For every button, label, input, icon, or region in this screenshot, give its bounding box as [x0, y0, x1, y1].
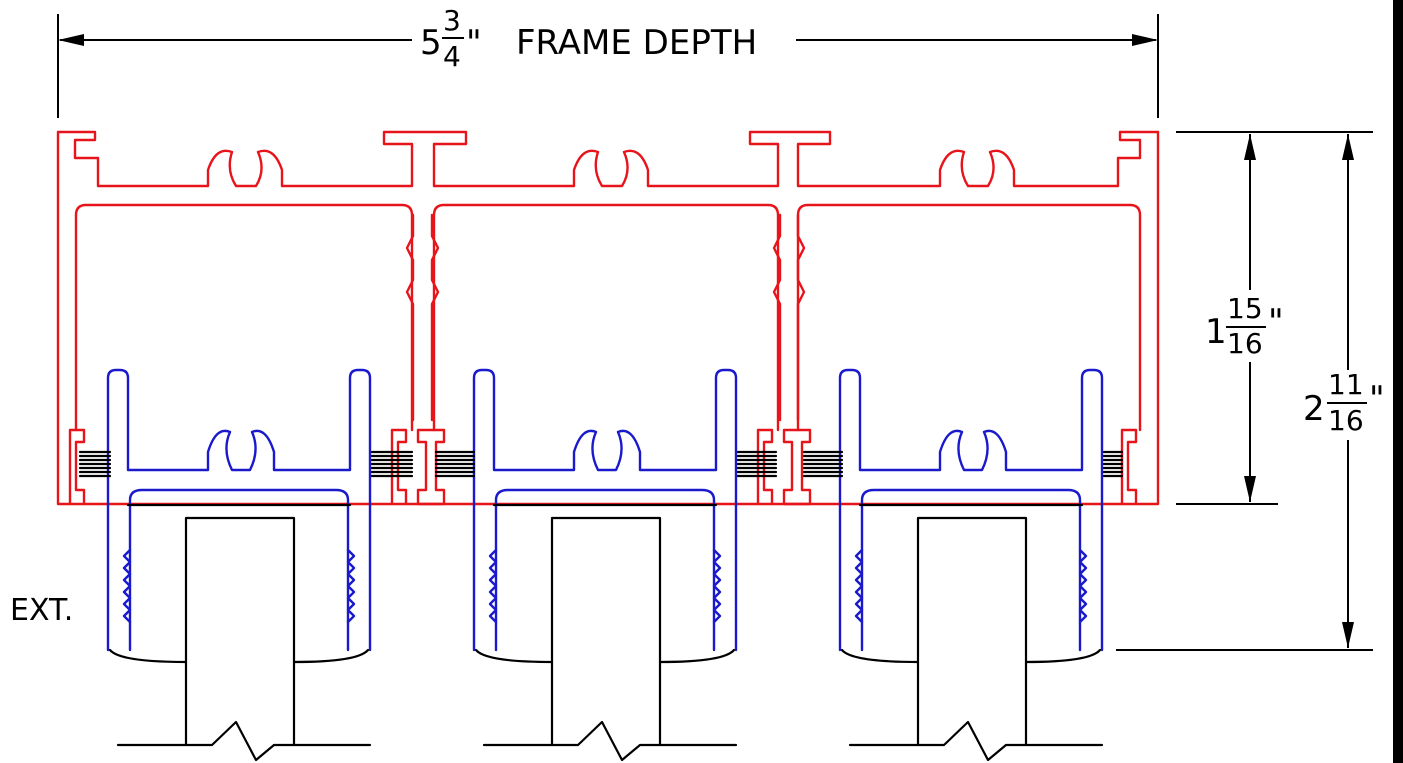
break-line-3 [848, 720, 1104, 762]
thermal-break-5 [802, 450, 844, 478]
outer-height-whole: 2 [1303, 389, 1325, 429]
serration-left-1 [122, 548, 132, 624]
outer-height-numerator: 11 [1328, 368, 1364, 401]
glazing-adaptor-inner-3 [860, 488, 1082, 652]
glazing-adaptors [106, 368, 1104, 652]
glazing-adaptor-top-3 [838, 368, 1104, 652]
frame-chamber-3 [796, 203, 1142, 432]
glass-edge-1 [184, 660, 296, 747]
frame-outer-outline [56, 130, 1160, 506]
glazing-adaptor-top-2 [472, 368, 738, 652]
glazing-adaptor-top-1 [106, 368, 372, 652]
frame-chamber-2 [432, 203, 780, 432]
mullion-neck-right-1 [430, 213, 440, 422]
frame-depth-unit: " [466, 23, 482, 63]
outer-height-unit: " [1369, 379, 1385, 419]
inner-height-unit: " [1268, 302, 1284, 342]
thermal-break-6 [1102, 450, 1124, 478]
outer-height-denominator: 16 [1328, 404, 1364, 437]
break-line-1 [116, 720, 372, 762]
glazing-pocket-2 [390, 428, 408, 506]
frame-extrusion [56, 130, 1160, 506]
serration-right-2 [712, 548, 722, 624]
frame-depth-label: FRAME DEPTH [516, 23, 757, 63]
glass-lite-2 [474, 516, 736, 664]
thermal-break-3 [434, 450, 476, 478]
serration-right-1 [346, 548, 356, 624]
serration-right-3 [1078, 548, 1088, 624]
serration-left-2 [488, 548, 498, 624]
mullion-neck-left-1 [405, 213, 415, 422]
frame-depth-numerator: 3 [443, 4, 461, 37]
serration-left-3 [854, 548, 864, 624]
right-edge-bar [1393, 0, 1403, 763]
mullion-neck-right-2 [796, 213, 806, 422]
frame-depth-whole: 5 [420, 23, 442, 63]
inner-height-whole: 1 [1205, 312, 1227, 352]
height-dimensions [1116, 131, 1373, 651]
thermal-break-4 [736, 450, 778, 478]
glazing-pocket-4 [1120, 428, 1138, 506]
glazing-adaptor-inner-2 [494, 488, 716, 652]
inner-height-denominator: 16 [1227, 327, 1263, 360]
glazing-adaptor-inner-1 [128, 488, 350, 652]
mullion-neck-left-2 [772, 213, 782, 422]
glass-and-thermal-breaks [78, 450, 1124, 762]
glass-lite-3 [840, 516, 1102, 664]
mullion-foot-1 [416, 428, 446, 506]
inner-height-numerator: 15 [1227, 292, 1263, 325]
frame-depth-dimension [57, 14, 1159, 118]
thermal-break-2 [370, 450, 414, 478]
thermal-break-1 [78, 450, 112, 478]
break-line-2 [482, 720, 738, 762]
glass-lite-1 [108, 516, 370, 664]
glazing-pocket-1 [68, 428, 86, 506]
glazing-pocket-3 [756, 428, 774, 506]
exterior-label: EXT. [10, 593, 73, 628]
frame-chamber-1 [74, 203, 414, 432]
glass-edge-2 [550, 660, 662, 747]
frame-depth-denominator: 4 [443, 40, 461, 73]
mullion-foot-2 [782, 428, 812, 506]
glass-edge-3 [916, 660, 1028, 747]
